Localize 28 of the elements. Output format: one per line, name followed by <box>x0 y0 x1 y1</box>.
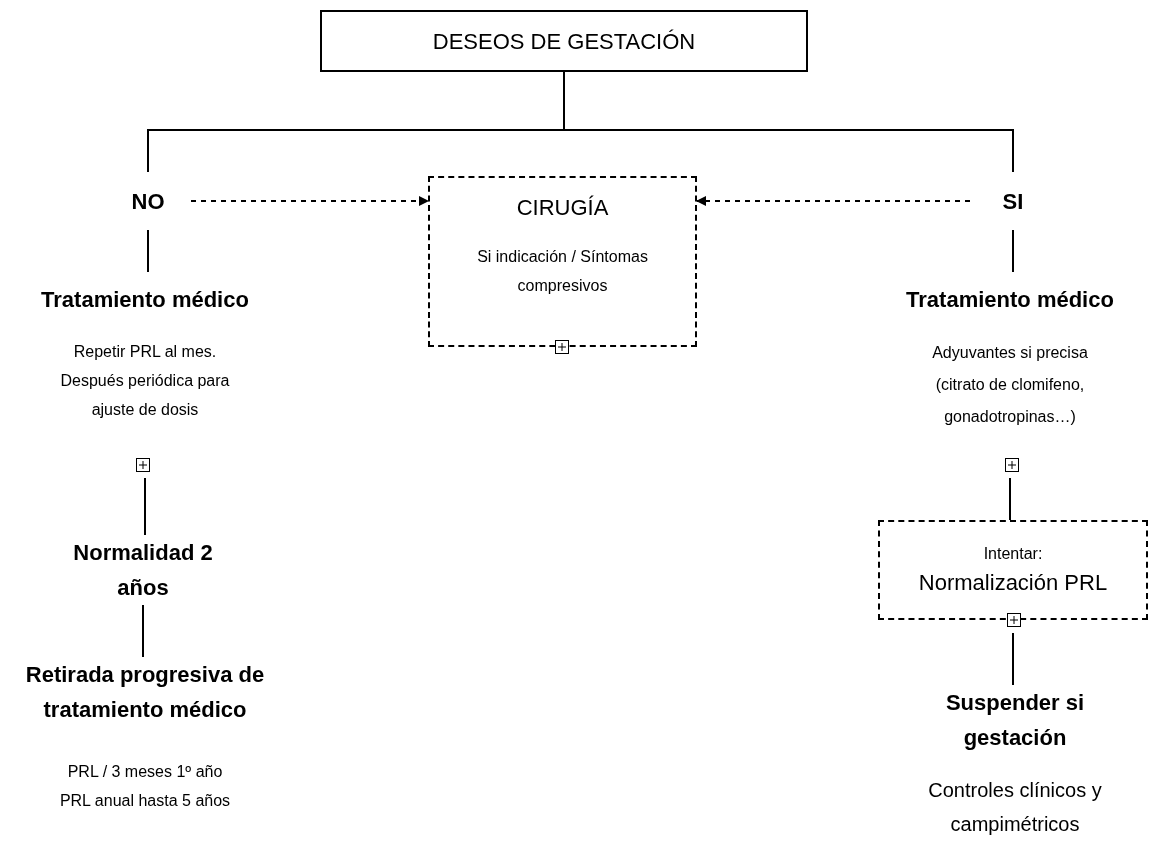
title-text: DESEOS DE GESTACIÓN <box>432 27 696 56</box>
connector-line <box>144 477 146 536</box>
step-heading: Suspender si gestación <box>944 689 1086 752</box>
step-heading: Tratamiento médico <box>41 286 249 314</box>
arrow <box>190 196 429 206</box>
step-heading: Normalidad 2 años <box>73 539 213 602</box>
connector-line <box>147 229 149 273</box>
connector-line <box>1009 477 1011 521</box>
dashed-box <box>428 176 697 347</box>
step-heading: Retirada progresiva de tratamiento médico <box>24 661 266 724</box>
step-body: PRL / 3 meses 1º año <box>67 762 223 782</box>
branch-text: NO <box>131 187 165 216</box>
step-body: Repetir PRL al mes. Después periódica para ajuste de dosis <box>59 342 231 420</box>
branch-text: SI <box>1002 187 1024 216</box>
connector-line <box>1012 632 1014 686</box>
step-body: Adyuvantes si precisa (citrato de clomifeno, gonadotropinas…) <box>931 343 1089 427</box>
title-box <box>320 10 808 72</box>
connector-line <box>142 604 144 658</box>
box-body: Normalización PRL <box>918 569 1108 597</box>
box-body: Si indicación / Síntomas compresivos <box>476 247 649 296</box>
step-body: Controles clínicos y campimétricos <box>927 778 1103 837</box>
arrow <box>696 196 971 206</box>
connector-line <box>563 71 1014 173</box>
step-heading: Tratamiento médico <box>906 286 1114 314</box>
box-heading: Intentar: <box>983 544 1043 564</box>
box-heading: CIRUGÍA <box>516 194 609 222</box>
step-body: PRL anual hasta 5 años <box>59 791 231 811</box>
connector-line <box>1012 229 1014 273</box>
